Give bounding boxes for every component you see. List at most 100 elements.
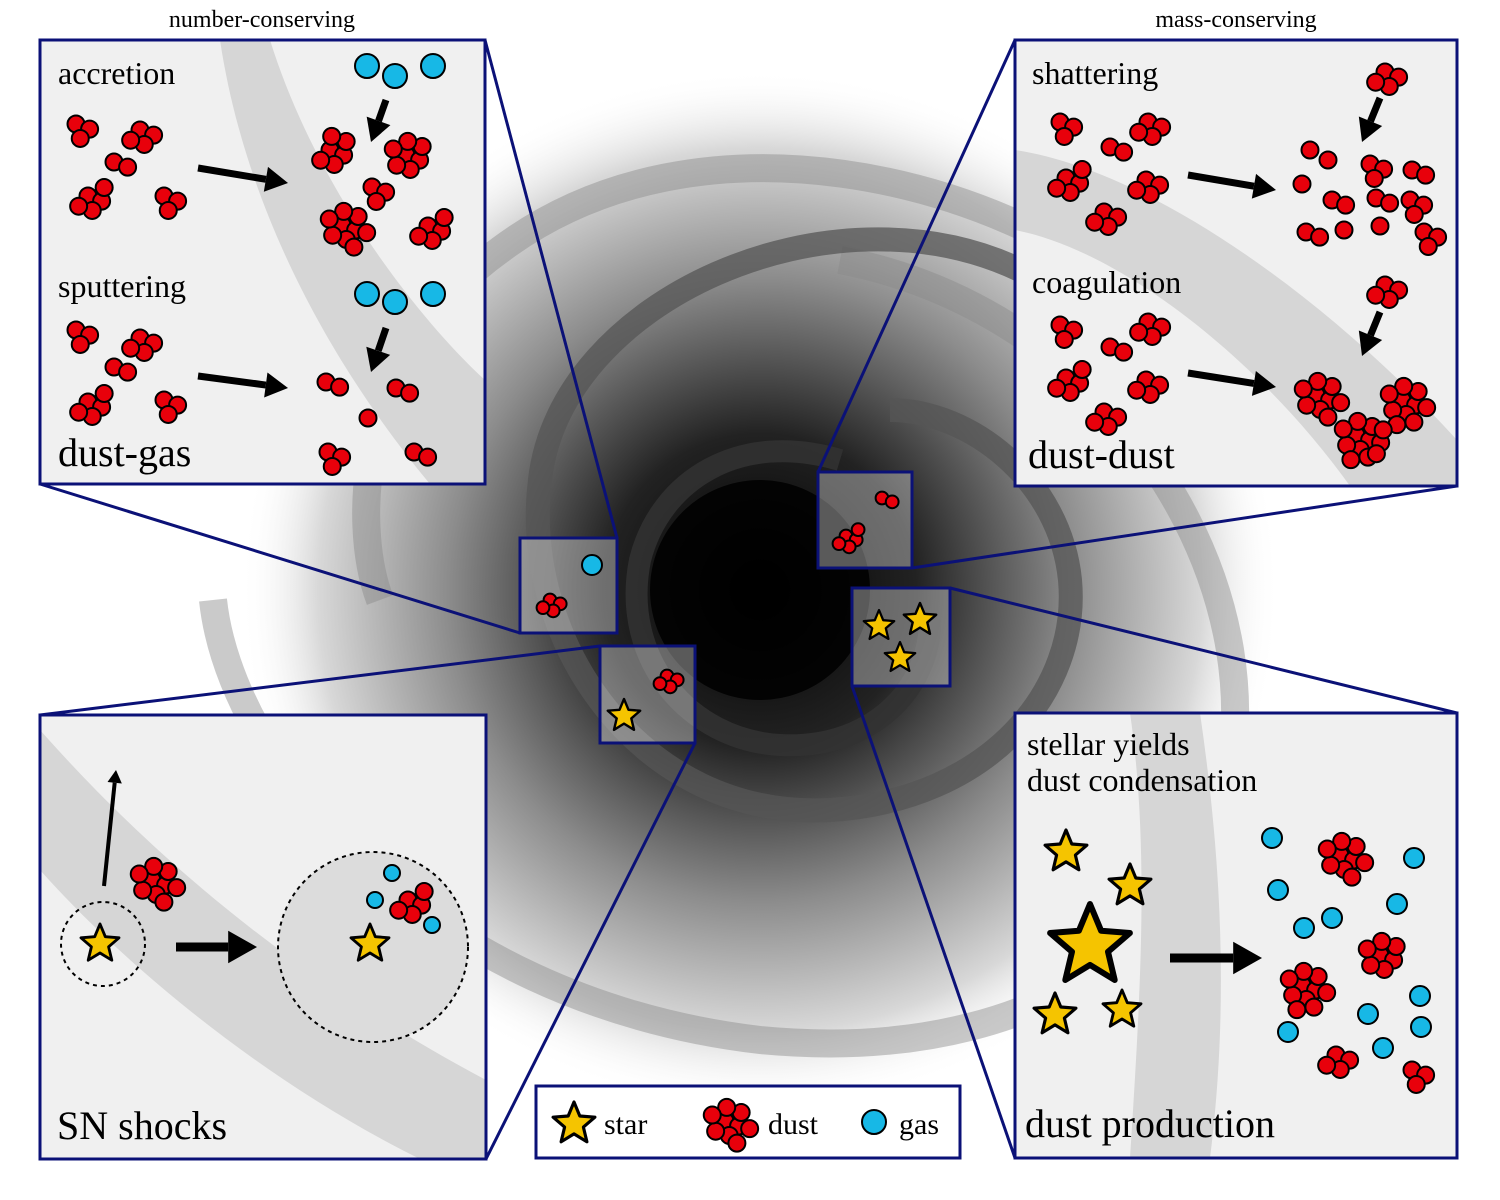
dust-cluster: [66, 114, 100, 148]
dust-cluster: [1085, 402, 1128, 436]
dust-grain: [1366, 285, 1386, 305]
dust-cluster: [1366, 188, 1400, 213]
arrow-icon: [197, 164, 288, 192]
dust-cluster: [121, 120, 164, 154]
dust-grain: [1127, 380, 1147, 400]
dust-grain: [1318, 407, 1338, 427]
dust-grain: [1287, 1000, 1307, 1020]
dust-grain: [1342, 867, 1362, 887]
dust-cluster: [1379, 376, 1437, 435]
dust-grain: [1293, 379, 1313, 399]
dust-cluster: [1334, 220, 1354, 240]
dust-grain: [167, 878, 187, 898]
legend-star-icon: [551, 1100, 597, 1144]
dust-grain: [400, 383, 420, 403]
gas-particle: [423, 916, 441, 934]
dust-grain: [1317, 839, 1337, 859]
dust-cluster: [311, 126, 356, 174]
dust-grain: [652, 676, 668, 692]
dust-cluster: [318, 442, 352, 476]
dust-cluster: [1400, 190, 1434, 224]
dust-grain: [1331, 393, 1351, 413]
dust-grain: [1085, 212, 1105, 232]
dust-cluster: [358, 408, 378, 428]
arrow-icon: [1170, 941, 1262, 975]
dust-cluster: [66, 320, 100, 354]
dust-cluster: [652, 668, 685, 695]
dust-grain: [1129, 322, 1149, 342]
dust-cluster: [386, 378, 420, 403]
dust-grain: [1364, 168, 1384, 188]
arrow-icon: [366, 326, 391, 372]
dust-cluster: [1085, 202, 1128, 236]
dust-grain: [144, 856, 164, 876]
dust-grain: [358, 408, 378, 428]
legend-dust-icon: [702, 1097, 760, 1153]
gas-particle: [1409, 985, 1431, 1007]
dust-grain: [535, 600, 551, 616]
arrow-icon: [366, 98, 391, 142]
dust-cluster: [874, 490, 900, 510]
gas-particle: [366, 891, 384, 909]
dust-cluster: [1317, 1045, 1360, 1079]
dust-cluster: [129, 856, 187, 912]
dust-cluster: [121, 328, 164, 362]
dust-cluster: [154, 390, 188, 424]
legend: star dust gas: [534, 1084, 962, 1160]
dust-grain: [1054, 329, 1074, 349]
dust-grain: [409, 226, 429, 246]
dust-grain: [1310, 227, 1330, 247]
dust-grain: [322, 456, 342, 476]
dust-grain: [70, 128, 90, 148]
dust-cluster: [1292, 174, 1312, 194]
dust-cluster: [1047, 360, 1092, 402]
dust-cluster: [154, 186, 188, 220]
panel-dust-dust: shattering coagulation dust-dust: [1013, 38, 1459, 488]
dust-grain: [1341, 450, 1361, 470]
dust-grain: [158, 404, 178, 424]
dust-grain: [1372, 931, 1392, 951]
dust-grain: [706, 1121, 726, 1141]
dust-grain: [1406, 1074, 1426, 1094]
dust-grain: [1317, 983, 1337, 1003]
dust-grain: [357, 223, 377, 243]
dust-cluster: [1127, 370, 1170, 404]
dust-cluster: [1318, 150, 1338, 170]
dust-cluster: [1047, 160, 1092, 202]
dust-cluster: [1414, 222, 1448, 256]
dust-grain: [1366, 72, 1386, 92]
dust-cluster: [1127, 170, 1170, 204]
dust-cluster: [1357, 931, 1406, 979]
dust-grain: [884, 494, 900, 510]
dust-dust-label: dust-dust: [1028, 432, 1175, 477]
dust-grain: [1129, 122, 1149, 142]
arrow-icon: [1358, 96, 1384, 142]
panel-sn-shocks: SN shocks: [38, 713, 488, 1161]
dust-grain: [1348, 411, 1368, 431]
arrow-icon: [176, 930, 257, 964]
dust-cluster: [1360, 154, 1394, 188]
legend-gas-icon: [861, 1109, 887, 1135]
dust-grain: [1300, 140, 1320, 160]
dust-grain: [1379, 384, 1399, 404]
gas-particle: [1321, 907, 1343, 929]
dust-cluster: [831, 522, 866, 555]
gas-particle: [420, 53, 446, 79]
gas-particle: [354, 281, 380, 307]
gas-particle: [1293, 917, 1315, 939]
dust-grain: [1417, 398, 1437, 418]
sputtering-label: sputtering: [58, 268, 186, 304]
dust-grain: [344, 237, 364, 257]
dust-grain: [1355, 853, 1375, 873]
gas-particle: [1410, 1016, 1432, 1038]
dust-grain: [1404, 412, 1424, 432]
dust-grain: [94, 178, 114, 197]
dust-grain: [1404, 204, 1424, 224]
dust-grain: [1318, 150, 1338, 170]
dust-cluster: [1100, 337, 1134, 362]
dust-cluster: [389, 882, 434, 924]
arrow-icon: [197, 372, 288, 398]
dust-condensation-label: dust condensation: [1027, 762, 1257, 798]
dust-grain: [1418, 236, 1438, 256]
zoom-box-sn: [598, 644, 697, 745]
